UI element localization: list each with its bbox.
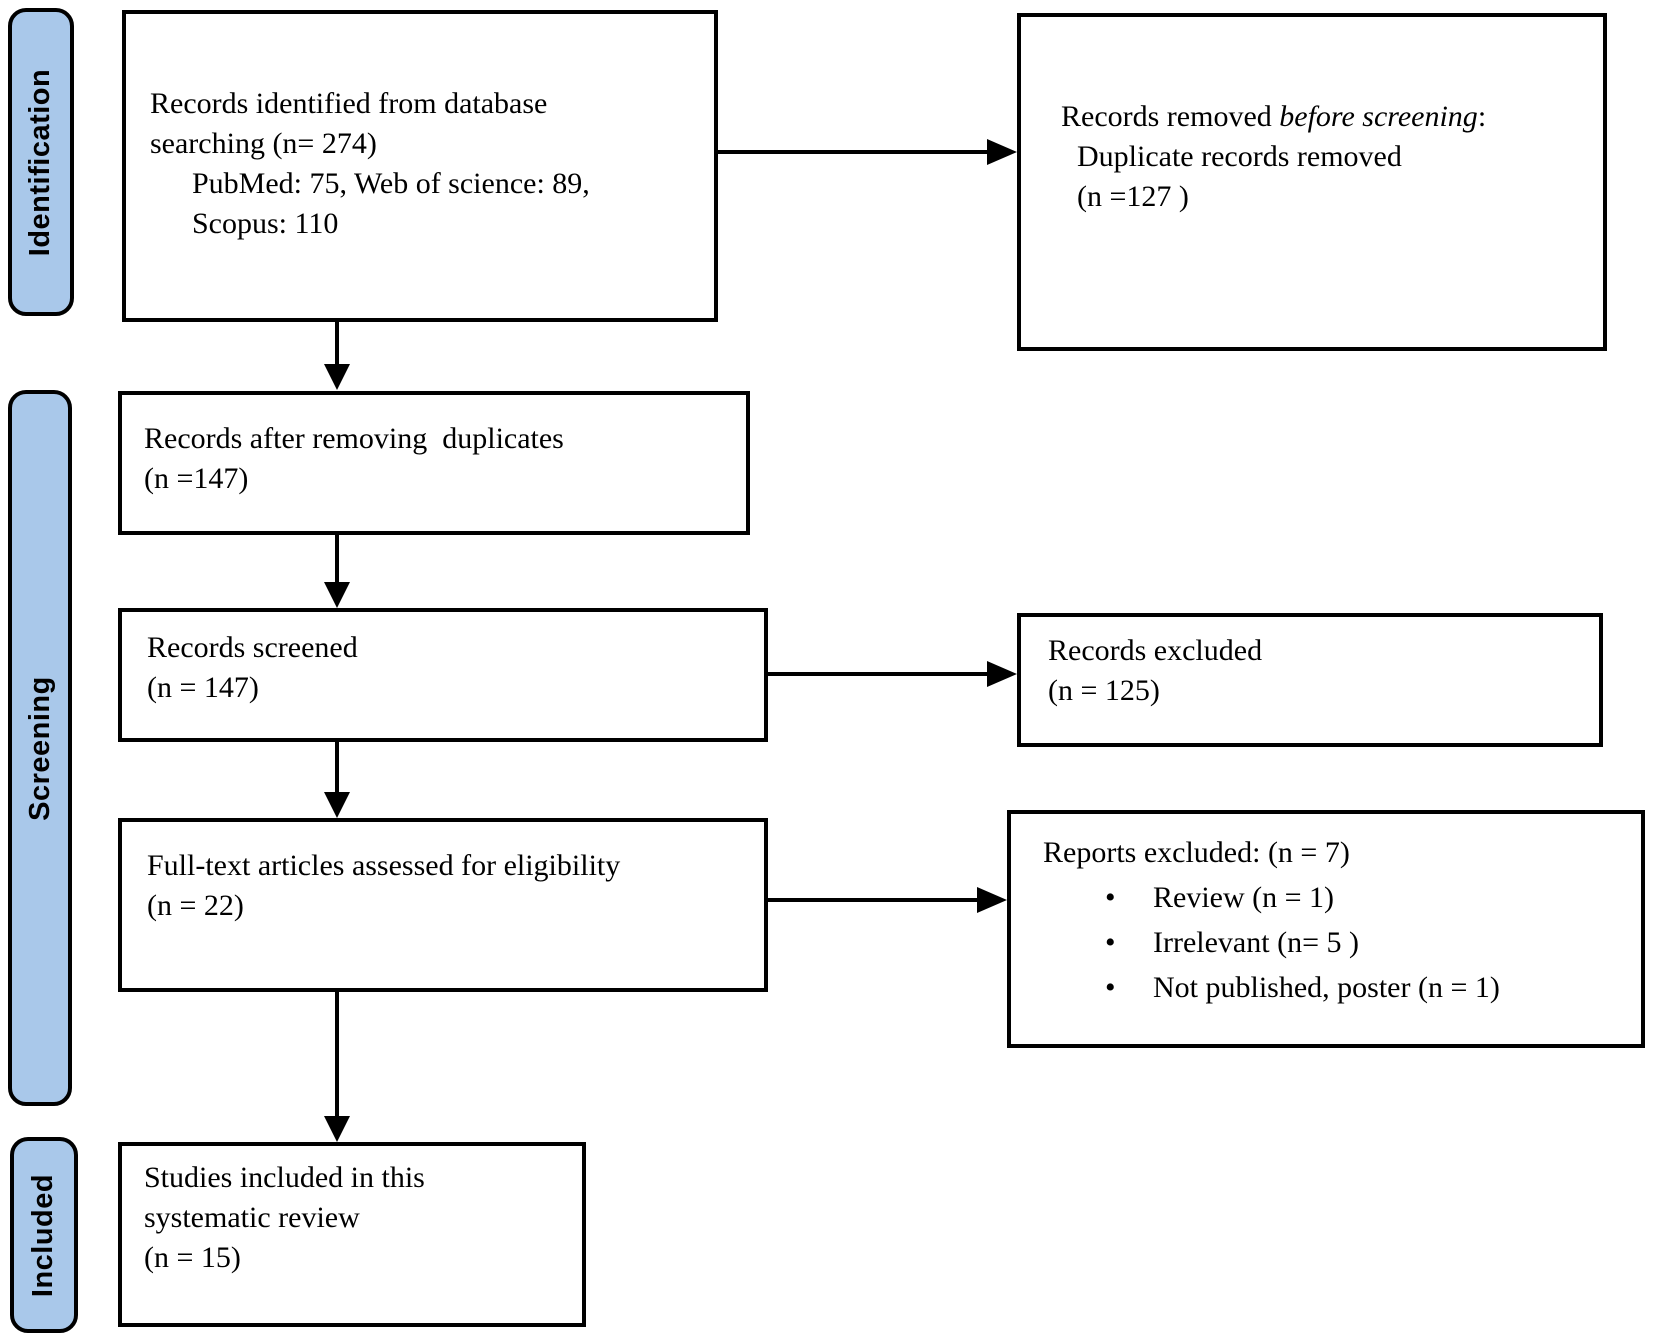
box-studies-included: Studies included in this systematic revi… [118,1142,586,1327]
records-identified-line: searching (n= 274) [150,127,377,160]
arrow-screened-to-excluded-head [987,661,1017,687]
reports-excluded-title: Reports excluded: (n = 7) [1043,836,1350,869]
stage-identification: Identification [8,8,74,316]
bullet-icon: • [1105,881,1116,914]
arrow-identified-to-dedup-line [335,322,339,366]
arrow-fulltext-to-included-line [335,992,339,1116]
studies-included-line: systematic review [144,1201,360,1234]
arrow-screened-to-fulltext-head [324,792,350,818]
stage-included: Included [10,1137,78,1333]
studies-included-count: (n = 15) [144,1241,241,1274]
records-identified-line: Records identified from database [150,87,548,120]
duplicates-removed-line: Duplicate records removed [1077,140,1402,173]
records-screened-count: (n = 147) [147,671,259,704]
records-screened-line: Records screened [147,631,358,664]
arrow-fulltext-to-reports-head [977,887,1007,913]
arrow-dedup-to-screened-line [335,535,339,582]
stage-included-label: Included [27,1173,60,1297]
stage-identification-label: Identification [24,68,57,256]
duplicates-removed-count: (n =127 ) [1077,180,1189,213]
box-reports-excluded: Reports excluded: (n = 7) • Review (n = … [1007,810,1645,1048]
records-identified-sources-line: Scopus: 110 [192,207,339,240]
records-removed-suffix: : [1477,100,1487,133]
arrow-screened-to-excluded-line [768,672,989,676]
records-removed-prefix: Records removed [1061,100,1280,133]
studies-included-line: Studies included in this [144,1161,425,1194]
box-records-after-duplicates: Records after removing duplicates (n =14… [118,391,750,535]
records-after-duplicates-line: Records after removing duplicates [144,422,564,455]
arrow-dedup-to-screened-head [324,582,350,608]
fulltext-assessed-count: (n = 22) [147,889,244,922]
arrow-screened-to-fulltext-line [335,742,339,792]
box-records-identified: Records identified from database searchi… [122,10,718,322]
records-excluded-line: Records excluded [1048,634,1263,667]
reports-excluded-item-text: Review (n = 1) [1153,881,1335,914]
box-records-excluded: Records excluded (n = 125) [1017,613,1603,747]
arrow-identified-to-dedup-head [324,364,350,390]
records-excluded-count: (n = 125) [1048,674,1160,707]
arrow-identified-to-removed-head [987,139,1017,165]
box-records-removed: Records removed before screening: Duplic… [1017,13,1607,351]
box-records-screened: Records screened (n = 147) [118,608,768,742]
records-identified-sources-line: PubMed: 75, Web of science: 89, [192,167,590,200]
stage-screening: Screening [8,390,72,1106]
reports-excluded-item: • Not published, poster (n = 1) [1105,965,1635,1010]
bullet-icon: • [1105,971,1116,1004]
records-removed-italic: before screening [1279,100,1478,133]
arrow-fulltext-to-reports-line [768,898,979,902]
bullet-icon: • [1105,926,1116,959]
stage-screening-label: Screening [23,675,56,821]
box-fulltext-assessed: Full-text articles assessed for eligibil… [118,818,768,992]
fulltext-assessed-line: Full-text articles assessed for eligibil… [147,849,621,882]
arrow-identified-to-removed-line [718,150,989,154]
records-after-duplicates-count: (n =147) [144,462,249,495]
reports-excluded-item: • Review (n = 1) [1105,875,1635,920]
reports-excluded-item-text: Not published, poster (n = 1) [1153,971,1500,1004]
reports-excluded-item: • Irrelevant (n= 5 ) [1105,920,1635,965]
records-removed-title-line: Records removed before screening: [1061,97,1597,137]
reports-excluded-item-text: Irrelevant (n= 5 ) [1153,926,1359,959]
arrow-fulltext-to-included-head [324,1116,350,1142]
